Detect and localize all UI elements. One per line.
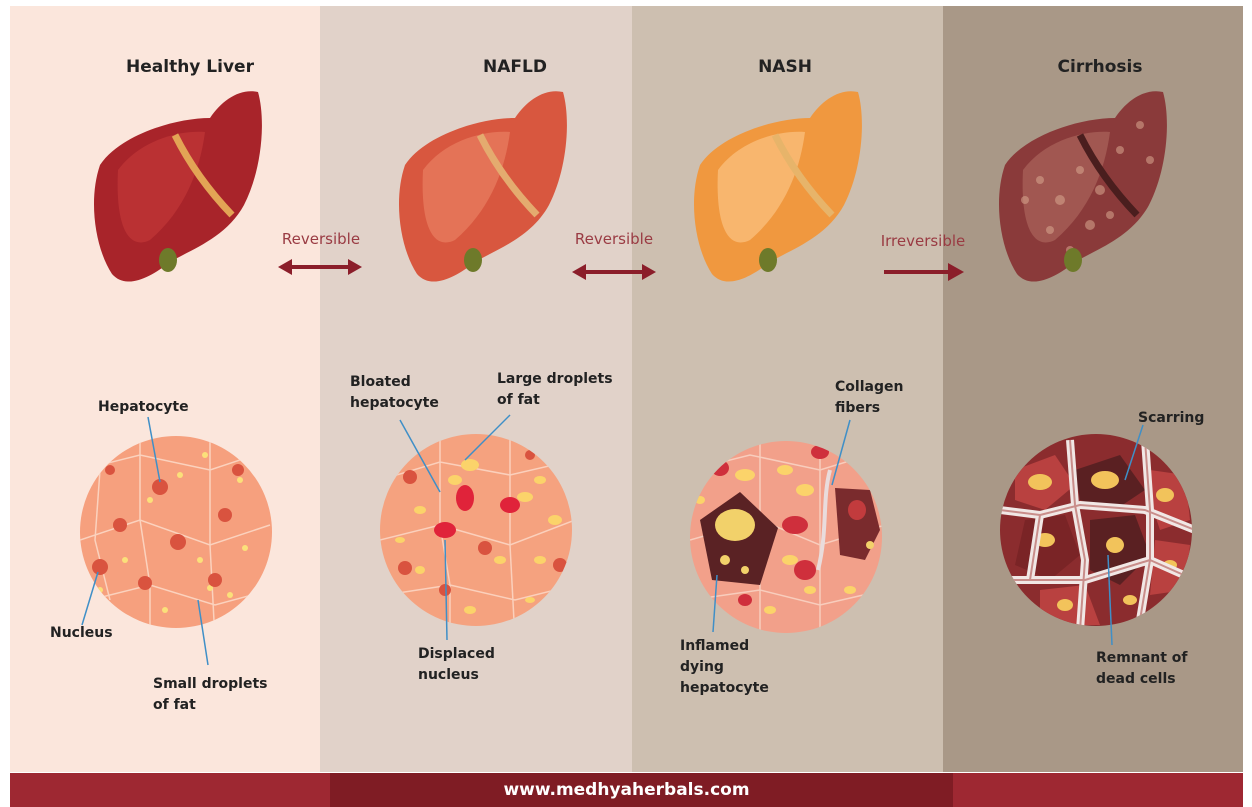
healthy-liver-illustration <box>94 91 262 281</box>
callout-scarring: Scarring <box>1138 408 1204 429</box>
callout-hepatocyte: Hepatocyte <box>98 397 189 418</box>
nash-tissue-circle <box>690 430 885 640</box>
stage-title-nash: NASH <box>675 57 895 77</box>
nash-liver-illustration <box>694 91 862 281</box>
cirrhosis-tissue-circle <box>1000 434 1195 630</box>
callout-nucleus: Nucleus <box>50 623 113 644</box>
callout-collagen-fibers: Collagen fibers <box>835 377 903 419</box>
footer-bar: www.medhyaherbals.com <box>10 773 1243 807</box>
transition-label-1: Reversible <box>251 230 391 248</box>
callout-displaced-nucleus: Displaced nucleus <box>418 644 495 686</box>
stage-title-nafld: NAFLD <box>405 57 625 77</box>
reversible-arrow-1 <box>278 259 362 275</box>
callout-remnant-dead-cells: Remnant of dead cells <box>1096 648 1188 690</box>
healthy-tissue-circle <box>80 430 272 640</box>
footer-url[interactable]: www.medhyaherbals.com <box>10 773 1243 807</box>
callout-bloated-hepatocyte: Bloated hepatocyte <box>350 372 439 414</box>
callout-small-droplets: Small droplets of fat <box>153 674 267 716</box>
callout-large-droplets: Large droplets of fat <box>497 369 613 411</box>
irreversible-arrow <box>884 263 964 281</box>
reversible-arrow-2 <box>572 264 656 280</box>
cirrhosis-liver-illustration <box>999 91 1167 281</box>
transition-label-3: Irreversible <box>853 232 993 250</box>
nafld-liver-illustration <box>399 91 567 281</box>
callout-inflamed-hepatocyte: Inflamed dying hepatocyte <box>680 636 769 699</box>
transition-label-2: Reversible <box>544 230 684 248</box>
stage-title-healthy: Healthy Liver <box>80 57 300 77</box>
nafld-tissue-circle <box>380 430 575 640</box>
stage-title-cirrhosis: Cirrhosis <box>990 57 1210 77</box>
